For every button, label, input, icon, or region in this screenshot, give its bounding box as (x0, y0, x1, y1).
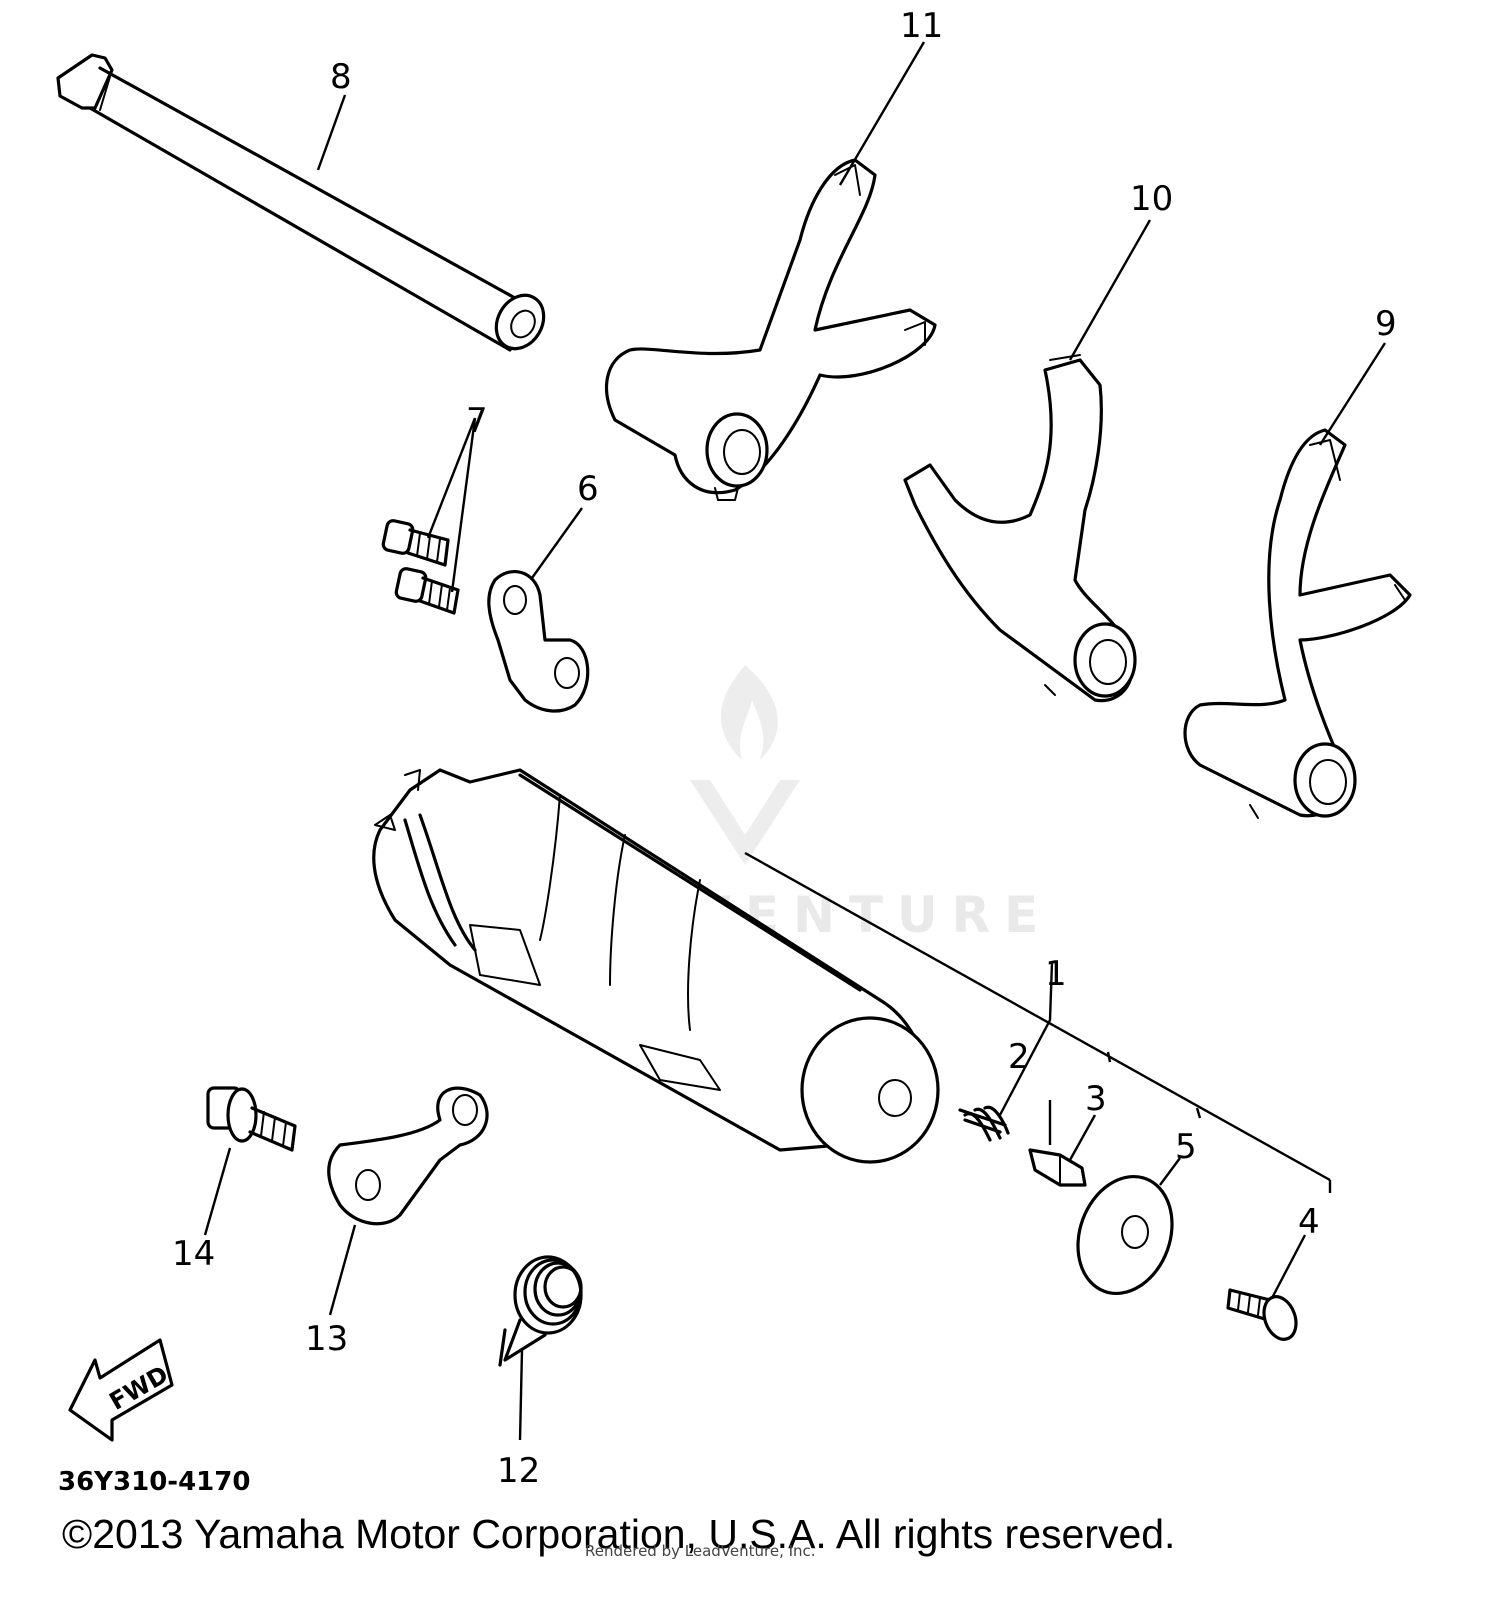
callout-10: 10 (1130, 179, 1173, 219)
callout-1: 1 (1045, 954, 1067, 994)
fwd-arrow-icon: FWD (68, 1338, 174, 1442)
stopper-lever-part-13[interactable] (327, 1086, 489, 1226)
callout-9: 9 (1375, 304, 1397, 344)
leader-lines (203, 41, 1387, 1441)
callout-14: 14 (172, 1234, 215, 1274)
catalog-number: 36Y310-4170 (58, 1467, 250, 1497)
callout-2: 2 (1008, 1037, 1030, 1077)
spring-part-2[interactable] (958, 1105, 1010, 1142)
callout-13: 13 (305, 1319, 348, 1359)
watermark-logo (690, 665, 800, 865)
shift-shaft-part-8[interactable] (56, 53, 553, 357)
screw-pair-part-7[interactable] (381, 519, 460, 615)
stopper-plate-part-6[interactable] (487, 570, 590, 713)
callout-4: 4 (1298, 1202, 1320, 1242)
callout-3: 3 (1085, 1079, 1107, 1119)
copyright-notice: ©2013 Yamaha Motor Corporation, U.S.A. A… (62, 1511, 1175, 1557)
watermark-overlay: Rendered by LeadVenture, Inc. (585, 1542, 816, 1560)
screw-part-4[interactable] (1226, 1288, 1302, 1344)
bolt-part-14[interactable] (206, 1086, 297, 1152)
callout-12: 12 (497, 1451, 540, 1491)
pin-part-3[interactable] (1028, 1148, 1087, 1187)
shift-fork-part-10[interactable] (903, 354, 1137, 703)
torsion-spring-part-12[interactable] (498, 1255, 583, 1367)
shift-cam-part-1[interactable] (372, 768, 940, 1164)
shift-fork-part-11[interactable] (605, 158, 937, 501)
callout-8: 8 (330, 57, 352, 97)
callout-11: 11 (900, 6, 943, 46)
callout-7: 7 (466, 401, 488, 441)
callout-6: 6 (577, 469, 599, 509)
plate-part-5[interactable] (1062, 1163, 1188, 1307)
shift-fork-part-9[interactable] (1183, 428, 1412, 819)
callout-5: 5 (1175, 1127, 1197, 1167)
